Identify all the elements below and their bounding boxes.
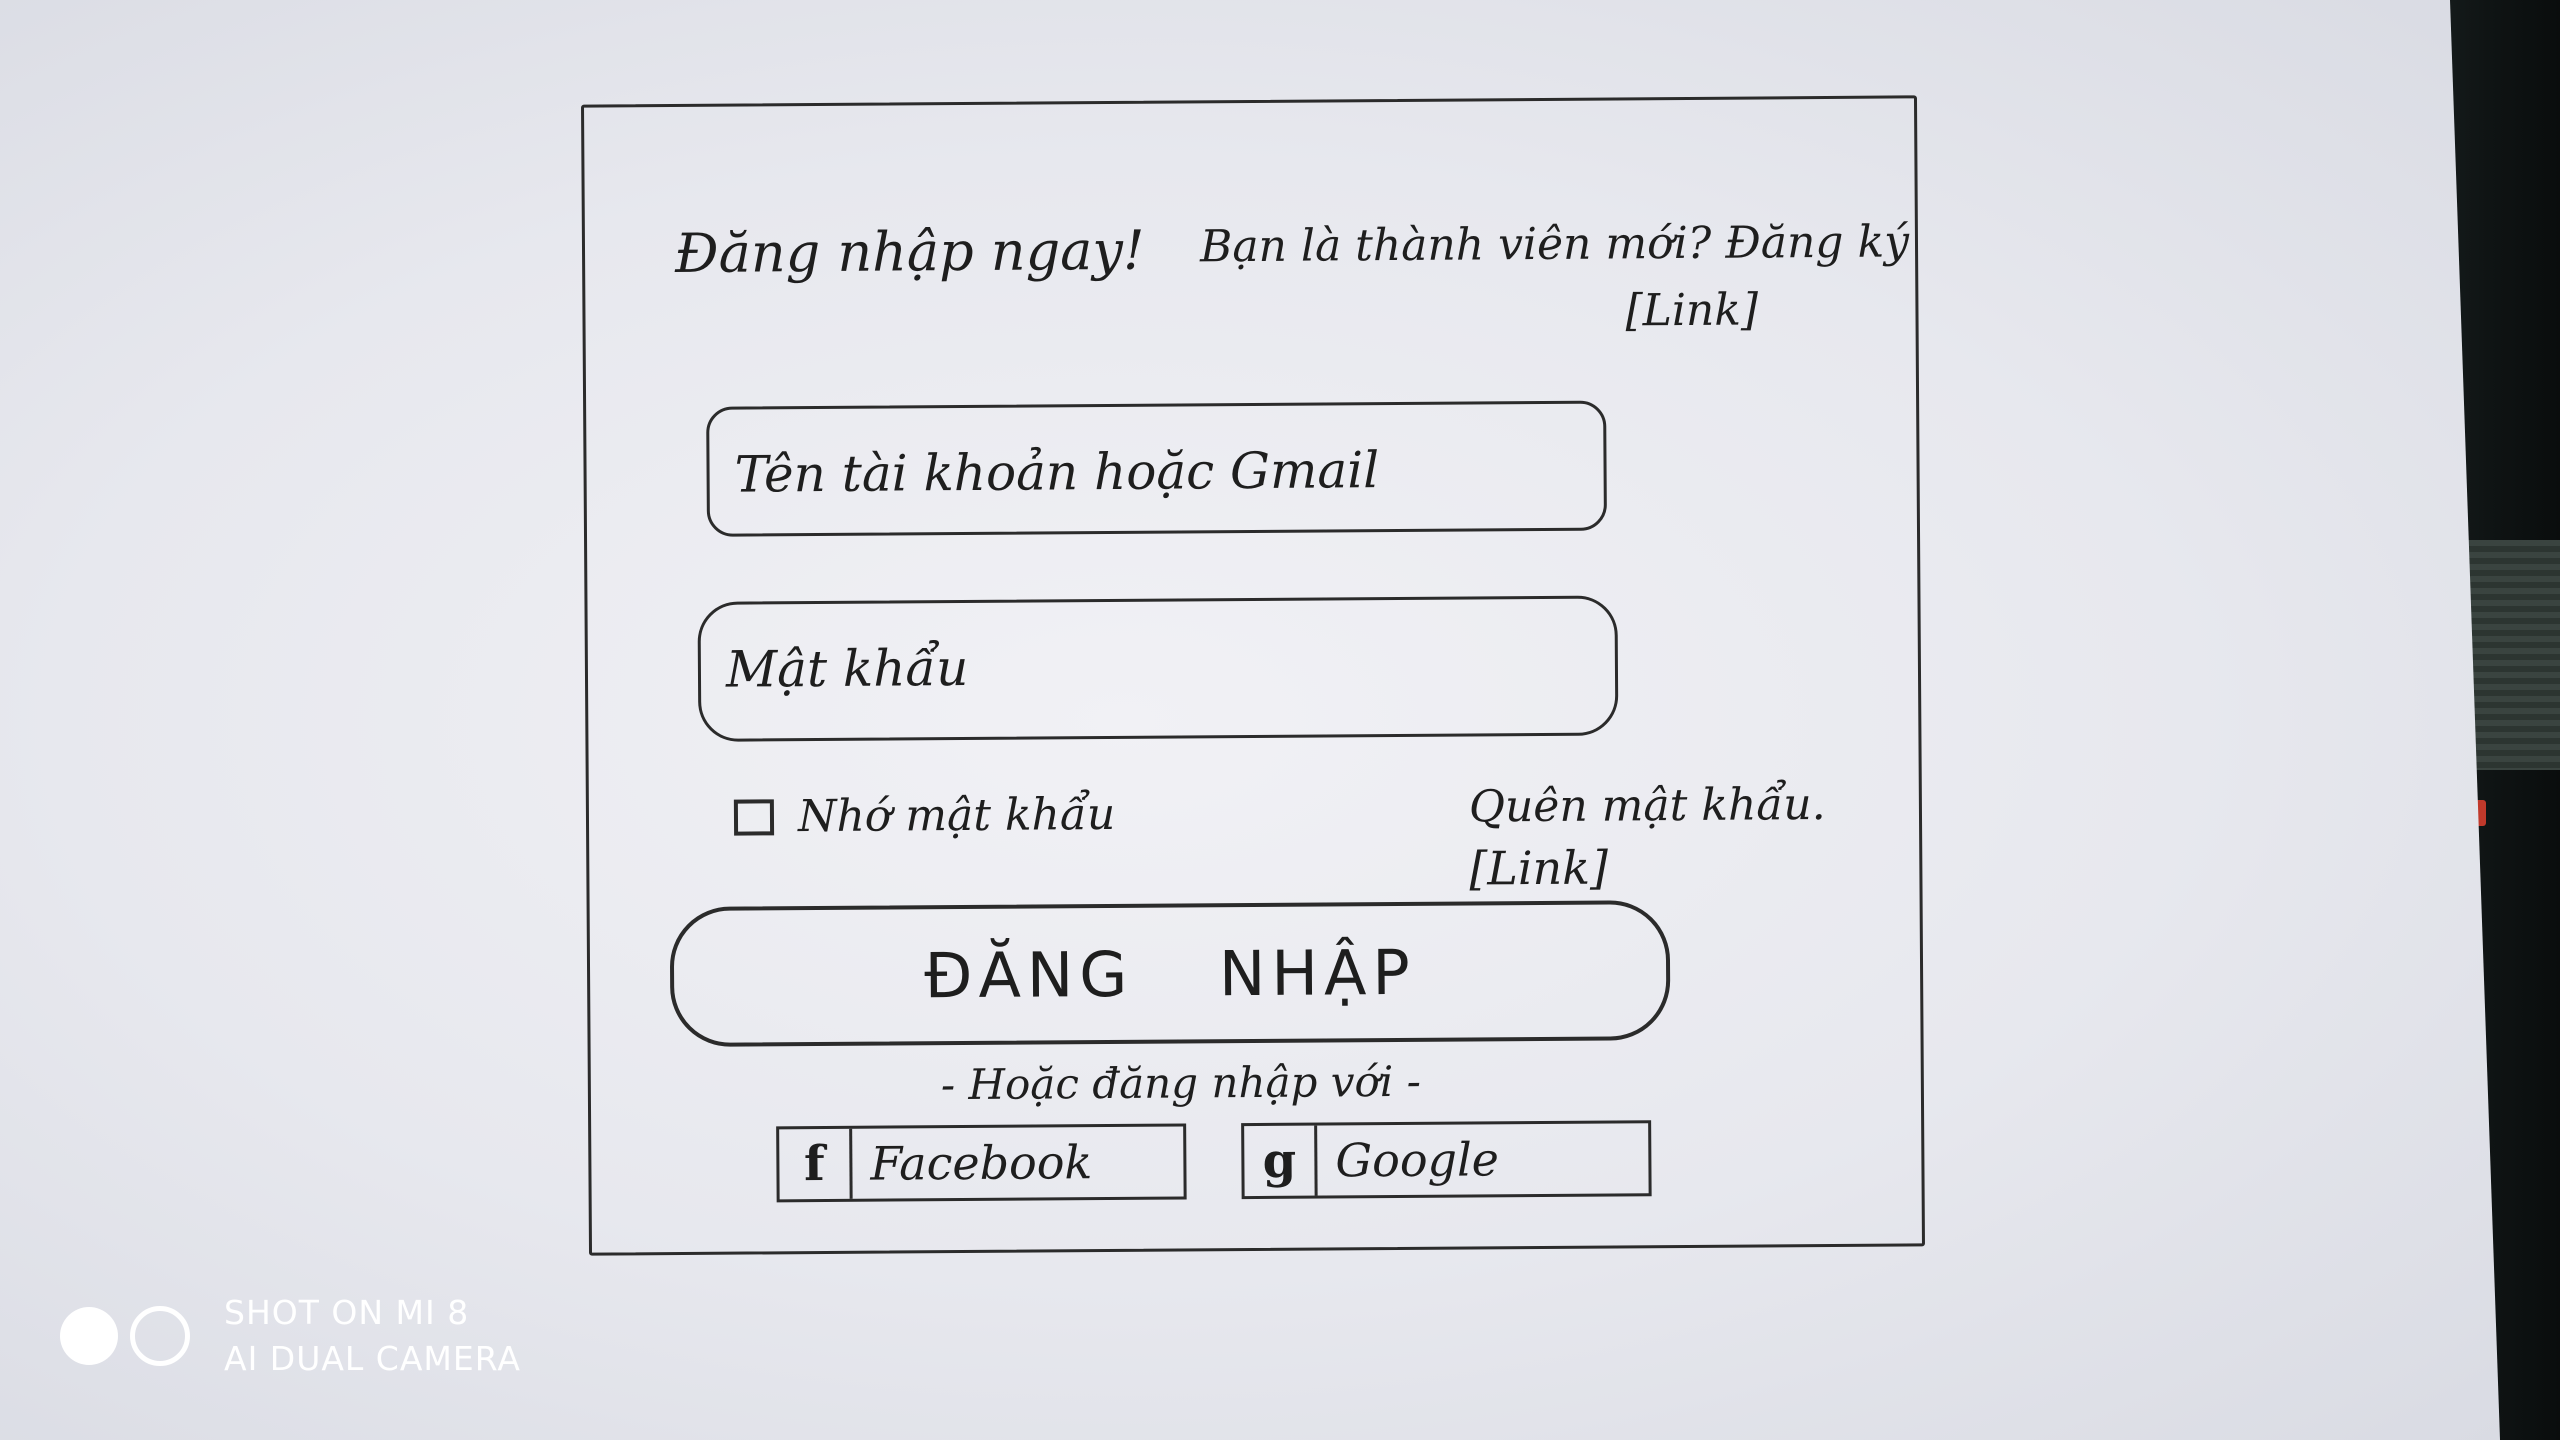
login-button[interactable]: ĐĂNG NHẬP bbox=[669, 900, 1671, 1048]
watermark-ring-circle-icon bbox=[130, 1306, 190, 1366]
login-button-label: ĐĂNG NHẬP bbox=[924, 935, 1417, 1012]
forgot-password-prompt: Quên mật khẩu. bbox=[1468, 779, 1826, 833]
alt-login-divider: - Hoặc đăng nhập với - bbox=[940, 1056, 1421, 1110]
watermark-line2: AI DUAL CAMERA bbox=[224, 1339, 521, 1378]
google-icon: g bbox=[1244, 1125, 1318, 1197]
username-input[interactable]: Tên tài khoản hoặc Gmail bbox=[706, 400, 1607, 537]
google-login-button[interactable]: g Google bbox=[1241, 1120, 1652, 1200]
signup-prompt: Bạn là thành viên mới? Đăng ký bbox=[1199, 216, 1910, 273]
remember-label: Nhớ mật khẩu bbox=[797, 788, 1116, 843]
camera-watermark: SHOT ON MI 8 AI DUAL CAMERA bbox=[60, 1290, 521, 1382]
watermark-text: SHOT ON MI 8 AI DUAL CAMERA bbox=[224, 1290, 521, 1382]
login-wireframe: Đăng nhập ngay! Bạn là thành viên mới? Đ… bbox=[580, 95, 1926, 1256]
facebook-label: Facebook bbox=[870, 1135, 1093, 1191]
watermark-line1: SHOT ON MI 8 bbox=[224, 1293, 470, 1332]
paper-sheet bbox=[0, 0, 2500, 1440]
facebook-login-button[interactable]: f Facebook bbox=[776, 1123, 1187, 1203]
remember-me[interactable]: Nhớ mật khẩu bbox=[733, 788, 1116, 843]
username-placeholder: Tên tài khoản hoặc Gmail bbox=[734, 441, 1380, 504]
watermark-filled-circle-icon bbox=[60, 1307, 118, 1365]
password-input[interactable]: Mật khẩu bbox=[697, 595, 1619, 742]
signup-link[interactable]: [Link] bbox=[1625, 284, 1759, 337]
facebook-icon: f bbox=[779, 1128, 853, 1200]
google-label: Google bbox=[1335, 1132, 1500, 1188]
remember-checkbox[interactable] bbox=[733, 798, 775, 836]
password-placeholder: Mật khẩu bbox=[725, 638, 969, 699]
forgot-password-link[interactable]: [Link] bbox=[1469, 840, 1609, 896]
page-title: Đăng nhập ngay! bbox=[674, 218, 1145, 286]
